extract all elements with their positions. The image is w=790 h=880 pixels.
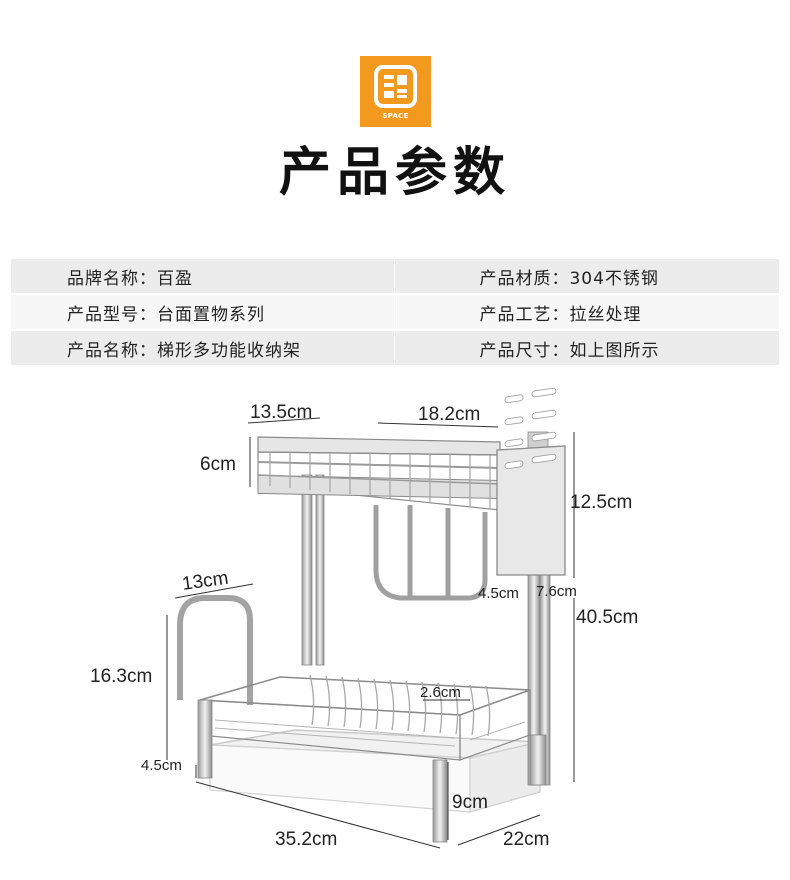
spec-cell-right: 产品工艺：拉丝处理 bbox=[479, 304, 642, 325]
board-rack bbox=[177, 595, 253, 705]
dim-top-shelf-width: 18.2cm bbox=[418, 404, 480, 425]
dim-foot-height: 4.5cm bbox=[141, 757, 182, 774]
spec-row: 产品名称：梯形多功能收纳架 产品尺寸：如上图所示 bbox=[11, 331, 779, 365]
utensil-holder bbox=[496, 387, 566, 576]
dim-holder-height: 12.5cm bbox=[570, 492, 632, 513]
spec-divider bbox=[394, 295, 396, 329]
dim-total-depth: 22cm bbox=[503, 829, 549, 850]
brand-logo-icon bbox=[374, 65, 417, 108]
dim-top-left-width: 13.5cm bbox=[250, 402, 312, 423]
dim-holder-depth: 4.5cm bbox=[478, 585, 519, 602]
dim-total-height: 40.5cm bbox=[576, 607, 638, 628]
spec-divider bbox=[394, 259, 396, 293]
rack-legs bbox=[197, 699, 547, 843]
brand-logo: SPACE bbox=[360, 56, 431, 127]
page-title: 产品参数 bbox=[278, 143, 511, 203]
drip-tray bbox=[209, 729, 541, 813]
knife-hooks bbox=[373, 505, 488, 601]
dim-board-rack-height: 16.3cm bbox=[90, 666, 152, 687]
dim-total-width: 35.2cm bbox=[275, 829, 337, 850]
spec-cell-right: 产品尺寸：如上图所示 bbox=[479, 340, 660, 361]
dim-board-rack-width: 13cm bbox=[181, 568, 230, 595]
spec-cell-left: 产品型号：台面置物系列 bbox=[67, 304, 265, 325]
rack-frame bbox=[301, 431, 551, 786]
spec-cell-left: 品牌名称：百盈 bbox=[67, 268, 193, 289]
spec-divider bbox=[394, 331, 396, 365]
spec-table: 品牌名称：百盈 产品材质：304不锈钢 产品型号：台面置物系列 产品工艺：拉丝处… bbox=[11, 259, 779, 367]
spec-cell-left: 产品名称：梯形多功能收纳架 bbox=[67, 340, 301, 361]
dim-slot-gap: 2.6cm bbox=[420, 684, 461, 701]
spec-cell-right: 产品材质：304不锈钢 bbox=[479, 268, 659, 289]
spec-row: 品牌名称：百盈 产品材质：304不锈钢 bbox=[11, 259, 779, 293]
product-diagram: 13.5cm 18.2cm 6cm 12.5cm 4.5cm 7.6cm 40.… bbox=[90, 387, 638, 850]
brand-logo-text: SPACE bbox=[382, 112, 409, 120]
dim-top-shelf-height: 6cm bbox=[200, 454, 236, 475]
top-shelf bbox=[257, 436, 501, 511]
dimension-lines bbox=[166, 417, 575, 849]
dim-holder-width: 7.6cm bbox=[536, 583, 577, 600]
spec-row: 产品型号：台面置物系列 产品工艺：拉丝处理 bbox=[11, 295, 779, 329]
dim-tray-height: 9cm bbox=[452, 792, 488, 813]
